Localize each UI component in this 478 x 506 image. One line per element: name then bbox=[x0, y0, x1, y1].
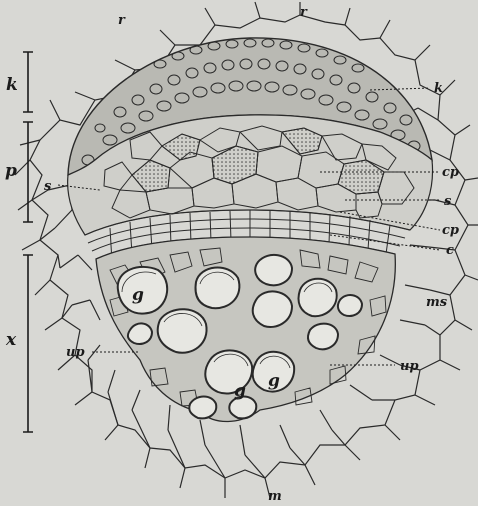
label-s-left: s bbox=[44, 179, 52, 194]
region-brackets bbox=[23, 52, 33, 432]
bracket-p bbox=[23, 122, 33, 222]
label-p-left: p bbox=[5, 161, 17, 181]
label-r-left: r bbox=[118, 13, 126, 28]
label-up-right: up bbox=[400, 359, 419, 374]
bracket-x bbox=[23, 255, 33, 432]
label-g-vessel-2: g bbox=[234, 381, 246, 401]
label-r-right: r bbox=[300, 5, 308, 20]
label-m-bottom: m bbox=[268, 489, 282, 504]
label-up-left: up bbox=[66, 345, 85, 360]
label-ms-right: ms bbox=[426, 295, 448, 310]
label-cp-lower: cp bbox=[442, 223, 459, 238]
label-cp-upper: cp bbox=[442, 165, 459, 180]
bracket-k bbox=[23, 52, 33, 112]
label-c-right: c bbox=[446, 243, 454, 258]
label-x-left: x bbox=[5, 330, 17, 350]
label-s-right: s bbox=[444, 194, 452, 209]
label-g-vessel-3: g bbox=[268, 371, 280, 391]
label-g-vessel-1: g bbox=[132, 285, 144, 305]
label-k-left: k bbox=[6, 75, 18, 95]
label-k-right: k bbox=[434, 81, 443, 96]
